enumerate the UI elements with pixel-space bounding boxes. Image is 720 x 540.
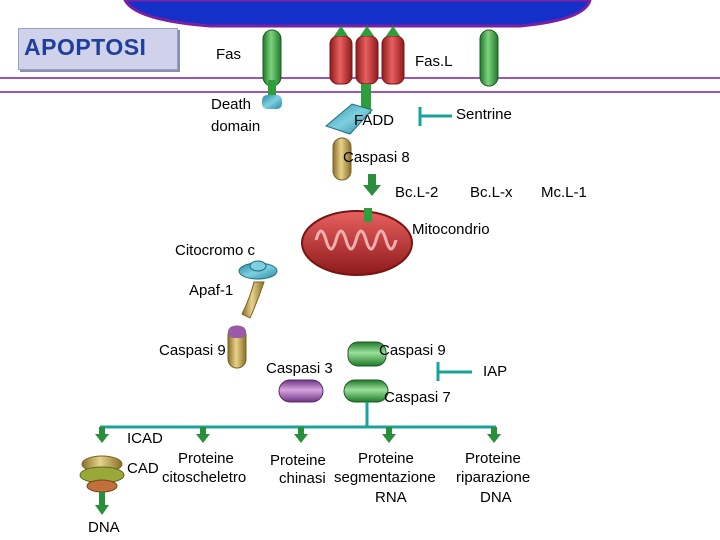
icad-cad-complex — [79, 455, 125, 493]
sentrine-inhibitor — [418, 107, 452, 126]
arrow-riparazione — [487, 427, 501, 443]
label-caspasi-8: Caspasi 8 — [343, 149, 410, 166]
label-death-domain-2: domain — [211, 118, 261, 135]
iap-inhibitor — [436, 362, 472, 381]
label-proteine-rna-3: RNA — [375, 489, 407, 506]
label-bcl2: Bc.L-2 — [395, 184, 439, 201]
label-proteine-dna-2: riparazione — [456, 469, 531, 486]
label-proteine-dna-1: Proteine — [465, 450, 521, 467]
label-fadd: FADD — [354, 112, 395, 129]
label-caspasi-9-left: Caspasi 9 — [159, 342, 226, 359]
fadd-protein — [324, 103, 373, 135]
fas-receptor — [262, 29, 282, 109]
label-iap: IAP — [483, 363, 508, 380]
arrow-citoscheletro — [196, 427, 210, 443]
label-caspasi-9-right: Caspasi 9 — [379, 342, 446, 359]
label-proteine-dna-3: DNA — [480, 489, 512, 506]
caspase-7 — [343, 379, 389, 403]
label-apaf-1: Apaf-1 — [189, 282, 234, 299]
label-death-domain-1: Death — [211, 96, 252, 113]
apaf-1 — [241, 281, 265, 319]
page-title: APOPTOSI — [24, 34, 147, 60]
receptor-stalk — [361, 84, 371, 114]
label-mcl1: Mc.L-1 — [541, 184, 587, 201]
label-cad: CAD — [127, 460, 159, 477]
fas-ligand-3 — [381, 26, 405, 85]
label-icad: ICAD — [127, 430, 163, 447]
label-caspasi-7: Caspasi 7 — [384, 389, 451, 406]
fas-ligand-2 — [355, 26, 379, 85]
label-proteine-chinasi-1: Proteine — [270, 452, 326, 469]
label-proteine-chinasi-2: chinasi — [279, 470, 326, 487]
label-fas: Fas — [216, 46, 242, 63]
caspase-9-left — [227, 325, 247, 369]
caspase-8 — [332, 137, 352, 181]
label-sentrine: Sentrine — [456, 106, 512, 123]
label-caspasi-3: Caspasi 3 — [266, 360, 333, 377]
label-proteine-citoscheletro-1: Proteine — [178, 450, 234, 467]
label-fasl: Fas.L — [415, 53, 453, 70]
cell-exterior-shape — [123, 0, 592, 28]
caspase-9-right — [347, 341, 387, 367]
mitochondrion — [301, 208, 413, 276]
arrow-caspase8-down — [363, 174, 381, 196]
arrow-segmentazione — [382, 427, 396, 443]
label-proteine-rna-1: Proteine — [358, 450, 414, 467]
label-dna: DNA — [88, 519, 120, 536]
label-citocromo-c: Citocromo c — [175, 242, 256, 259]
label-bclx: Bc.L-x — [470, 184, 513, 201]
arrow-dna — [95, 492, 109, 515]
label-proteine-rna-2: segmentazione — [334, 469, 436, 486]
arrow-icad — [95, 427, 109, 443]
caspase-3 — [278, 379, 324, 403]
fas-ligand-1 — [329, 26, 353, 85]
label-proteine-citoscheletro-2: citoscheletro — [162, 469, 247, 486]
title-box — [18, 28, 178, 70]
fas-receptor-right — [479, 29, 499, 87]
label-mitocondrio: Mitocondrio — [412, 221, 490, 238]
cytochrome-c — [238, 260, 278, 280]
arrow-chinasi — [294, 427, 308, 443]
